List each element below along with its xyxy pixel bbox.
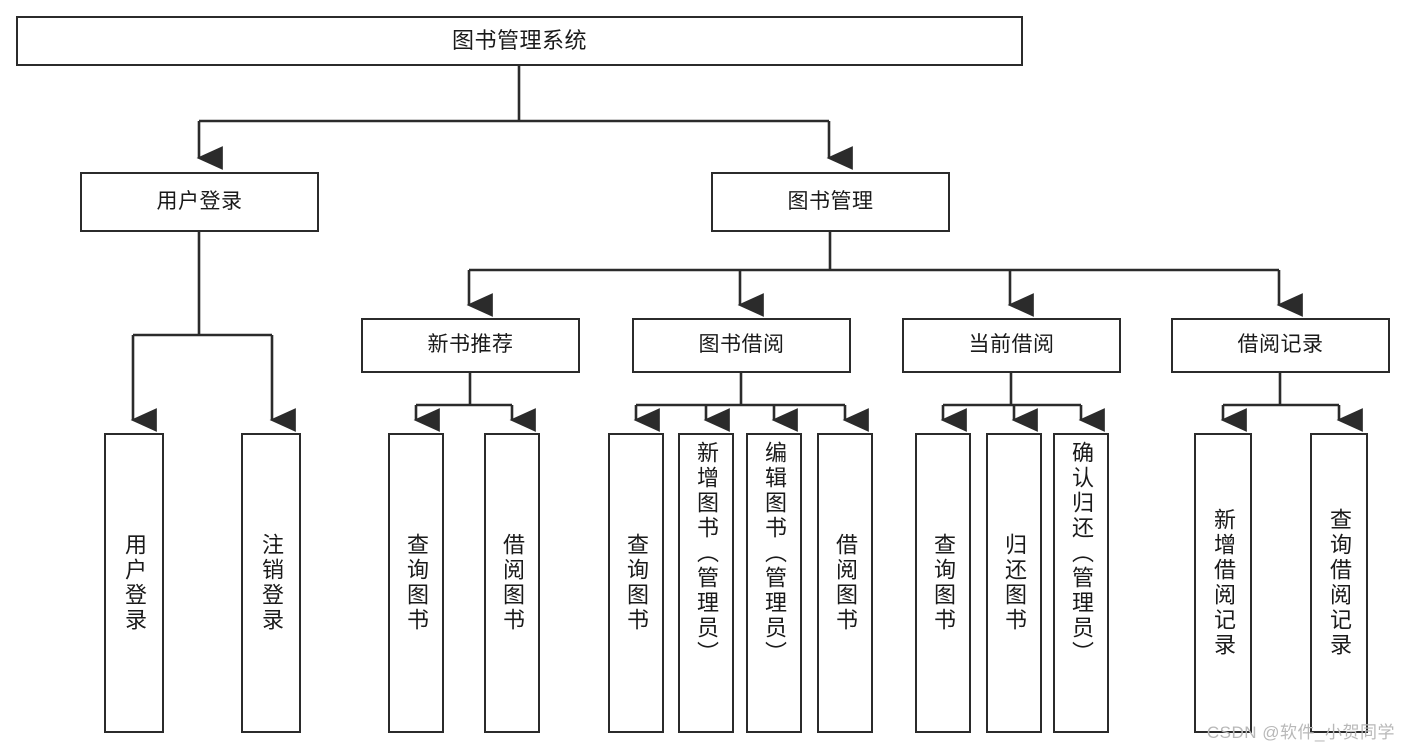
node-current-borrow[interactable]: 当前借阅	[902, 318, 1121, 373]
node-user-login[interactable]: 用户登录	[80, 172, 319, 232]
node-book-manage-label: 图书管理	[787, 189, 874, 213]
node-leaf-query-book-1[interactable]: 查询图书	[388, 433, 444, 733]
node-leaf-borrow-book-2[interactable]: 借阅图书	[817, 433, 873, 733]
node-book-borrow[interactable]: 图书借阅	[632, 318, 851, 373]
node-leaf-borrow-book-2-label: 借阅图书	[833, 533, 858, 633]
node-leaf-add-book-label: 新增图书（管理员）	[694, 441, 719, 666]
node-leaf-user-login[interactable]: 用户登录	[104, 433, 164, 733]
node-borrow-record-label: 借阅记录	[1237, 333, 1324, 357]
node-current-borrow-label: 当前借阅	[968, 333, 1055, 357]
node-leaf-return-book-label: 归还图书	[1002, 533, 1027, 633]
node-leaf-borrow-book-1[interactable]: 借阅图书	[484, 433, 540, 733]
node-leaf-query-record-label: 查询借阅记录	[1327, 508, 1352, 658]
node-leaf-query-record[interactable]: 查询借阅记录	[1310, 433, 1368, 733]
node-root[interactable]: 图书管理系统	[16, 16, 1023, 66]
node-leaf-add-book[interactable]: 新增图书（管理员）	[678, 433, 734, 733]
csdn-watermark: CSDN @软件_小贺同学	[1206, 723, 1395, 742]
node-borrow-record[interactable]: 借阅记录	[1171, 318, 1390, 373]
node-leaf-query-book-3[interactable]: 查询图书	[915, 433, 971, 733]
node-leaf-query-book-2[interactable]: 查询图书	[608, 433, 664, 733]
node-leaf-return-book[interactable]: 归还图书	[986, 433, 1042, 733]
node-book-borrow-label: 图书借阅	[698, 333, 785, 357]
node-leaf-add-record[interactable]: 新增借阅记录	[1194, 433, 1252, 733]
node-leaf-query-book-1-label: 查询图书	[404, 533, 429, 633]
node-leaf-query-book-3-label: 查询图书	[931, 533, 956, 633]
node-leaf-edit-book-label: 编辑图书（管理员）	[762, 441, 787, 666]
node-leaf-confirm-return-label: 确认归还（管理员）	[1069, 441, 1094, 666]
node-root-label: 图书管理系统	[451, 28, 587, 54]
node-leaf-logout-label: 注销登录	[259, 533, 284, 633]
node-leaf-user-login-label: 用户登录	[122, 533, 147, 633]
node-leaf-add-record-label: 新增借阅记录	[1211, 508, 1236, 658]
node-book-manage[interactable]: 图书管理	[711, 172, 950, 232]
node-leaf-edit-book[interactable]: 编辑图书（管理员）	[746, 433, 802, 733]
node-new-book-recommend-label: 新书推荐	[427, 333, 514, 357]
node-user-login-label: 用户登录	[156, 189, 243, 213]
node-leaf-borrow-book-1-label: 借阅图书	[500, 533, 525, 633]
node-leaf-query-book-2-label: 查询图书	[624, 533, 649, 633]
node-new-book-recommend[interactable]: 新书推荐	[361, 318, 580, 373]
node-leaf-confirm-return[interactable]: 确认归还（管理员）	[1053, 433, 1109, 733]
node-leaf-logout[interactable]: 注销登录	[241, 433, 301, 733]
